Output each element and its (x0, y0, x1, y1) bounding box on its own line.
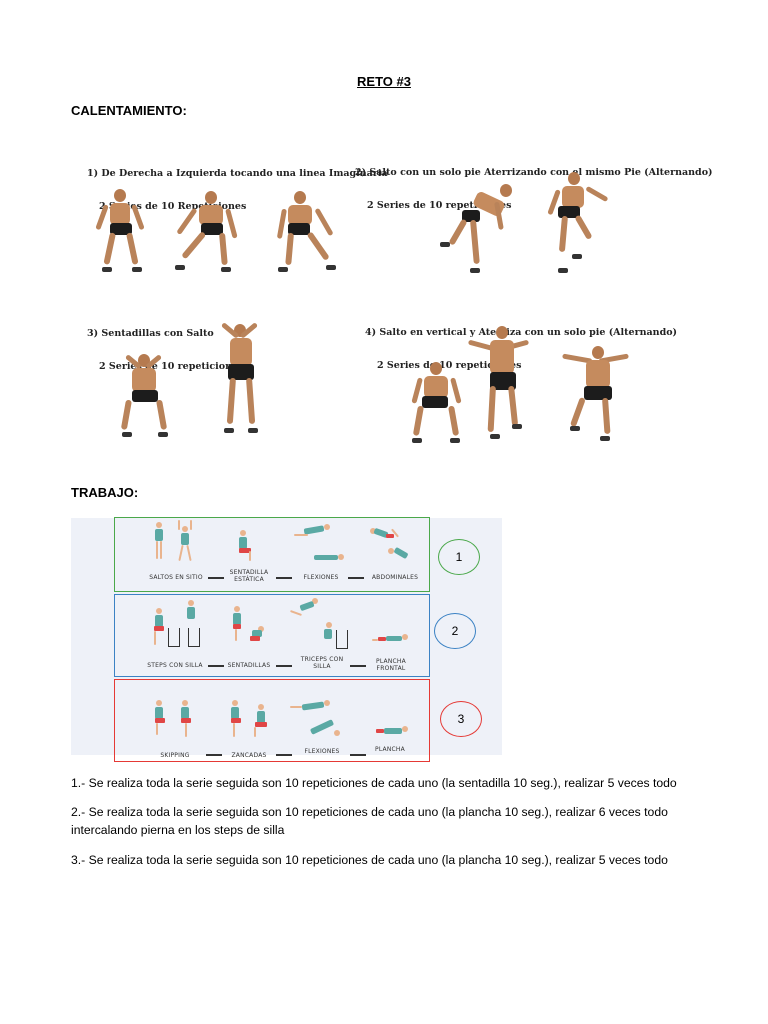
warmup-2-illustration (430, 172, 630, 280)
separator (276, 665, 292, 667)
instruction-2: 2.- Se realiza toda la serie seguida son… (71, 805, 668, 837)
separator (208, 665, 224, 667)
exercise-label: TRICEPS CON SILLA (300, 656, 344, 670)
work-heading: TRABAJO: (71, 485, 139, 500)
warmup-3-illustration (110, 318, 280, 448)
warmup-2-title: 2) Salto con un solo pie Aterrizando con… (355, 167, 713, 178)
circuit-badge-3: 3 (440, 701, 482, 737)
circuit-box-3 (114, 679, 430, 762)
warmup-1-illustration (90, 185, 350, 280)
exercise-label: STEPS CON SILLA (147, 662, 203, 669)
separator (206, 754, 222, 756)
exercise-label: PLANCHA (375, 746, 405, 753)
exercise-label: SENTADILLAS (227, 662, 271, 669)
separator (350, 754, 366, 756)
warmup-4-illustration (400, 318, 660, 453)
separator (208, 577, 224, 579)
exercise-label: FLEXIONES (304, 748, 340, 755)
warmup-1-title: 1) De Derecha a Izquierda tocando una li… (87, 168, 388, 179)
warmup-4-reps: 2 Series de 10 repeticiones (377, 360, 522, 371)
separator (276, 577, 292, 579)
separator (276, 754, 292, 756)
warmup-caption-4: 4) Salto en vertical y Aterriza con un s… (365, 305, 677, 382)
separator (348, 577, 364, 579)
exercise-label: SALTOS EN SITIO (149, 574, 203, 581)
instruction-1: 1.- Se realiza toda la serie seguida son… (71, 776, 677, 790)
warmup-3-title: 3) Sentadillas con Salto (87, 328, 214, 339)
circuit-box-1 (114, 517, 430, 592)
warmup-heading: CALENTAMIENTO: (71, 103, 187, 118)
circuit-badge-2: 2 (434, 613, 476, 649)
circuit-badge-1: 1 (438, 539, 480, 575)
circuit-box-2 (114, 594, 430, 677)
exercise-label: FLEXIONES (303, 574, 339, 581)
exercise-label: ABDOMINALES (371, 574, 419, 581)
exercise-label: SKIPPING (160, 752, 190, 759)
exercise-label: SENTADILLA ESTÁTICA (229, 569, 269, 583)
exercise-label: ZANCADAS (231, 752, 267, 759)
exercise-label: PLANCHA FRONTAL (376, 658, 406, 672)
work-panel (71, 518, 502, 755)
page-title: RETO #3 (357, 74, 411, 89)
separator (350, 665, 366, 667)
instruction-3: 3.- Se realiza toda la serie seguida son… (71, 853, 668, 867)
